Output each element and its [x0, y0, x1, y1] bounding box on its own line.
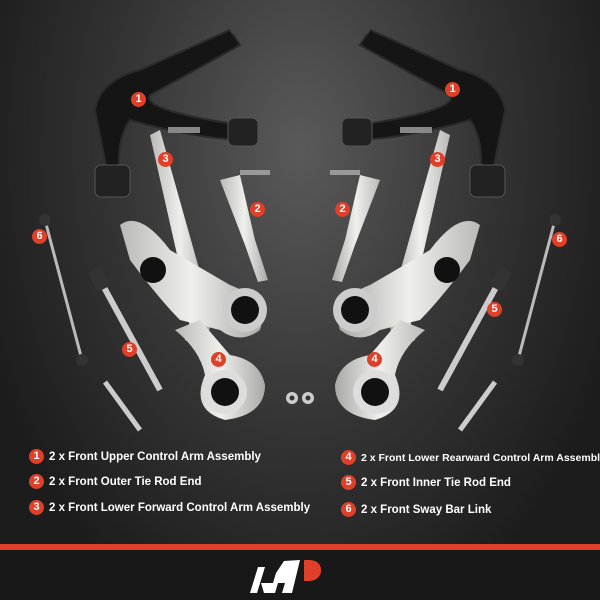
ap-logo-icon — [250, 560, 322, 593]
callout-badge: 6 — [552, 232, 567, 247]
legend-number: 5 — [341, 475, 356, 490]
legend-item: 1 2 x Front Upper Control Arm Assembly — [29, 449, 261, 464]
legend-label: 2 x Front Outer Tie Rod End — [49, 475, 202, 488]
parts-left-set — [39, 21, 298, 432]
legend-number: 3 — [29, 500, 44, 515]
legend-label: 2 x Front Lower Forward Control Arm Asse… — [49, 501, 311, 514]
outer-tie-rod — [220, 175, 268, 282]
legend-number: 1 — [29, 449, 44, 464]
legend-label: 2 x Front Sway Bar Link — [361, 503, 492, 516]
legend-item: 5 2 x Front Inner Tie Rod End — [341, 475, 511, 490]
callout-badge: 6 — [32, 229, 47, 244]
legend-number: 2 — [29, 474, 44, 489]
legend-label: 2 x Front Upper Control Arm Assembly — [49, 450, 261, 463]
callout-badge: 1 — [445, 82, 460, 97]
legend-item: 3 2 x Front Lower Forward Control Arm As… — [29, 500, 310, 515]
legend-number: 6 — [341, 502, 356, 517]
legend-item: 6 2 x Front Sway Bar Link — [341, 502, 491, 517]
callout-badge: 2 — [250, 202, 265, 217]
legend-item: 2 2 x Front Outer Tie Rod End — [29, 474, 202, 489]
callout-badge: 4 — [367, 352, 382, 367]
legend-label: 2 x Front Lower Rearward Control Arm Ass… — [361, 451, 600, 464]
callout-badge: 2 — [335, 202, 350, 217]
callout-badge: 5 — [122, 342, 137, 357]
callout-badge: 4 — [211, 352, 226, 367]
callout-badge: 1 — [131, 92, 146, 107]
legend-label: 2 x Front Inner Tie Rod End — [361, 476, 511, 489]
callout-badge: 5 — [487, 302, 502, 317]
footer — [0, 550, 600, 600]
legend-item: 4 2 x Front Lower Rearward Control Arm A… — [341, 450, 600, 465]
legend-number: 4 — [341, 450, 356, 465]
divider-line — [0, 544, 600, 550]
callout-badge: 3 — [430, 152, 445, 167]
callout-badge: 3 — [158, 152, 173, 167]
